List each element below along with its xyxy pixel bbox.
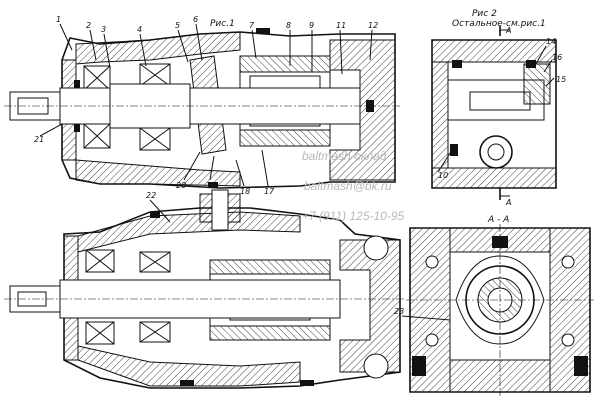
callout-21: 21 xyxy=(34,135,44,144)
callout-9: 9 xyxy=(309,21,314,30)
section-mark-top: А xyxy=(505,26,511,35)
callout-12: 12 xyxy=(368,21,378,30)
callout-1: 1 xyxy=(56,15,61,24)
callout-8: 8 xyxy=(286,21,291,30)
figure-2-section xyxy=(431,26,557,200)
callout-10: 10 xyxy=(438,171,448,180)
callout-4: 4 xyxy=(137,25,142,34)
figure-2-note: Остальное-см.рис.1 xyxy=(452,19,546,29)
callout-17: 17 xyxy=(264,187,275,196)
callout-20: 20 xyxy=(176,181,186,190)
plan-view-section xyxy=(4,189,404,389)
callout-5: 5 xyxy=(175,21,180,30)
callout-11: 11 xyxy=(336,21,346,30)
callout-23: 23 xyxy=(394,307,404,316)
callout-19: 19 xyxy=(206,181,216,190)
watermark-line-3: +7 (911) 125-10-95 xyxy=(302,209,405,223)
callout-2: 2 xyxy=(86,21,91,30)
section-a-a-label: А - А xyxy=(487,215,509,225)
section-a-a xyxy=(401,224,594,396)
callout-15: 15 xyxy=(556,75,566,84)
watermark-line-1: baltmash-склад xyxy=(302,149,387,163)
section-mark-bottom: А xyxy=(505,198,511,207)
callout-3: 3 xyxy=(101,25,106,34)
callout-18: 18 xyxy=(240,187,250,196)
callout-6: 6 xyxy=(193,15,198,24)
watermark-line-2: baltmash@bk.ru xyxy=(304,179,392,193)
figure-1-caption: Рис.1 xyxy=(210,19,235,29)
callout-16: 16 xyxy=(552,53,562,62)
callout-7: 7 xyxy=(249,21,255,30)
figure-2-caption: Рис 2 xyxy=(472,9,497,19)
callout-14: 14 xyxy=(546,37,556,46)
callout-22: 22 xyxy=(146,191,156,200)
figure-1-section xyxy=(4,23,400,189)
